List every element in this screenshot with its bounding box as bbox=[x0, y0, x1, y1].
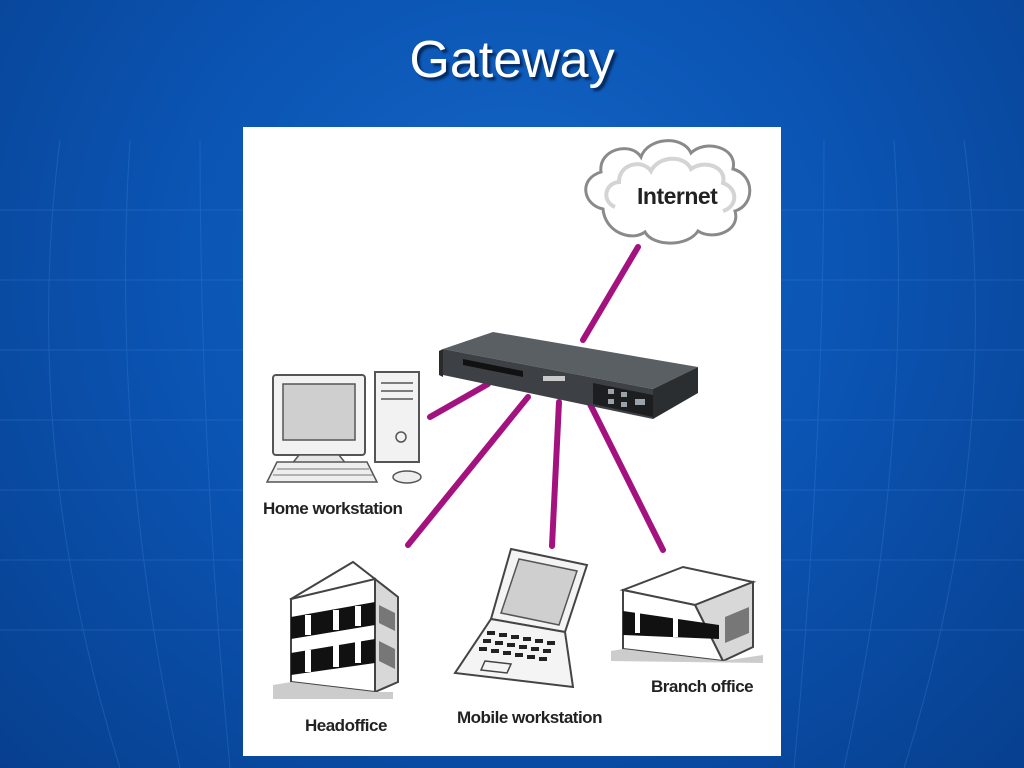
slide-title: Gateway bbox=[409, 31, 615, 89]
link-branch bbox=[586, 399, 666, 553]
headoffice-building-icon bbox=[273, 560, 399, 699]
link-mobile bbox=[549, 399, 562, 549]
branch-office-building-icon bbox=[611, 565, 763, 663]
cloud-icon bbox=[584, 139, 752, 245]
headoffice-label: Headoffice bbox=[305, 716, 387, 735]
home-workstation-label: Home workstation bbox=[263, 499, 403, 518]
link-headoffice bbox=[405, 394, 531, 548]
home-workstation-icon bbox=[265, 371, 422, 484]
mobile-workstation-label: Mobile workstation bbox=[457, 708, 602, 727]
gateway-router-icon bbox=[439, 332, 698, 419]
link-home bbox=[427, 381, 491, 420]
branch-office-label: Branch office bbox=[651, 677, 754, 696]
links bbox=[405, 244, 666, 553]
diagram-canvas bbox=[265, 139, 763, 699]
mobile-workstation-laptop-icon bbox=[453, 547, 589, 689]
gateway-diagram: Internet Home workstation Headoffice Mob… bbox=[243, 127, 781, 756]
link-internet bbox=[580, 244, 641, 343]
internet-label: Internet bbox=[637, 183, 718, 209]
